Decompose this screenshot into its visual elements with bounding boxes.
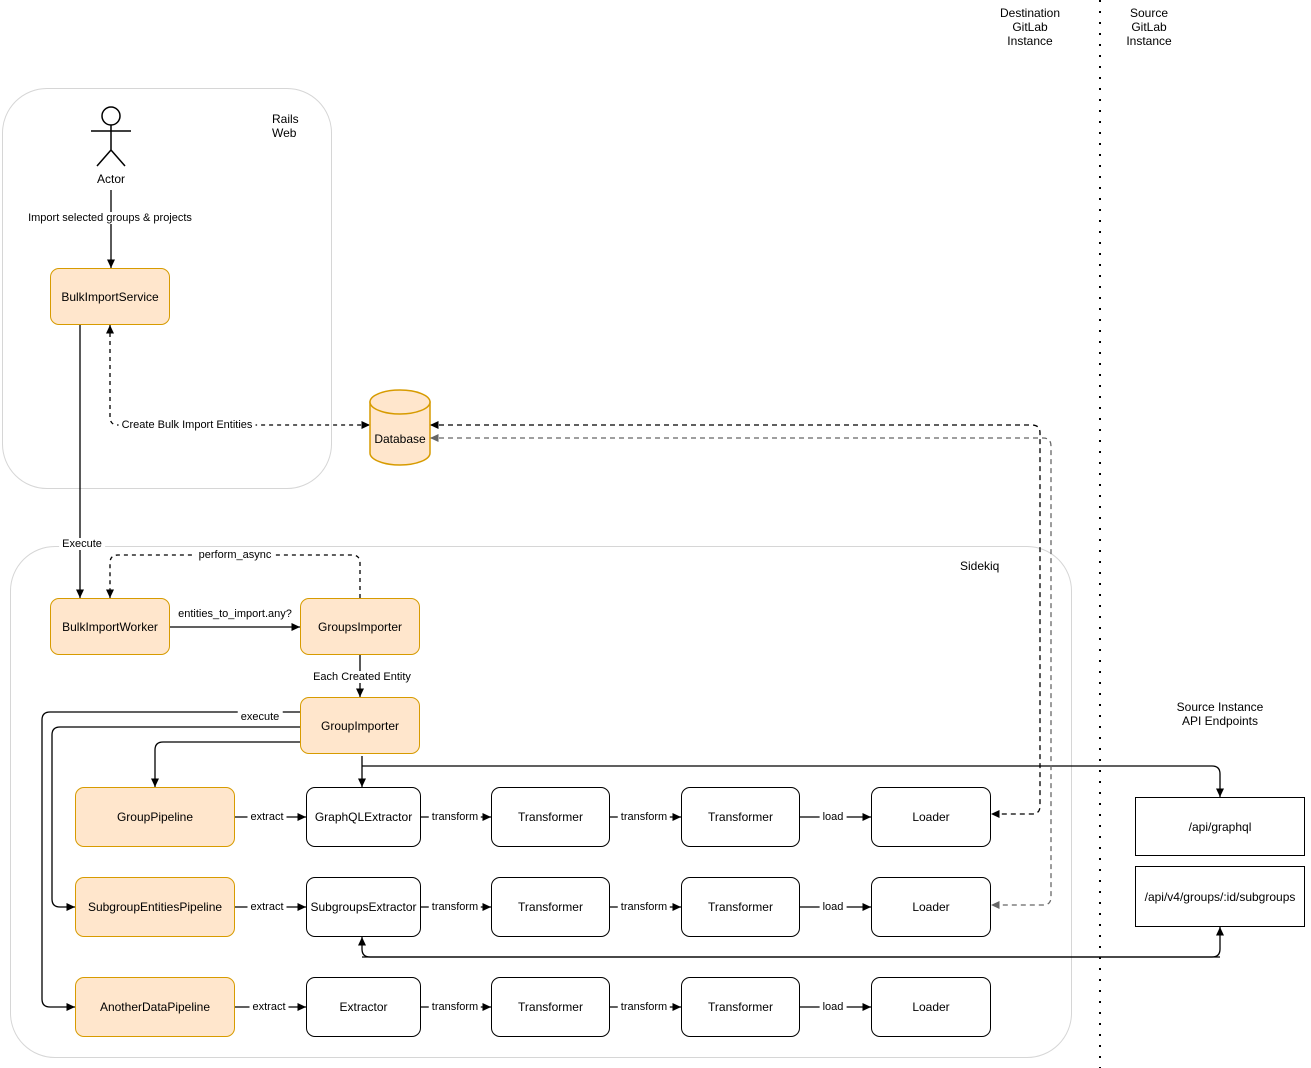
node-label: Transformer — [518, 1000, 583, 1014]
node-label: GroupPipeline — [116, 810, 194, 824]
node-transformer-row3-a: Transformer — [491, 977, 610, 1037]
node-groups-importer: GroupsImporter — [300, 598, 420, 655]
edge-label-load-row3: load — [819, 1001, 847, 1013]
node-group-importer: GroupImporter — [300, 697, 420, 754]
node-label: Transformer — [518, 810, 583, 824]
node-label: GroupsImporter — [317, 619, 403, 634]
edge-label-entities-to-import: entities_to_import.any? — [175, 608, 295, 620]
node-label: BulkImportWorker — [62, 619, 158, 634]
rails-web-label: Rails Web — [272, 112, 299, 140]
edge-label-perform-async: perform_async — [195, 549, 275, 561]
node-loader-row1: Loader — [871, 787, 991, 847]
node-label: Loader — [912, 810, 950, 824]
node-label: AnotherDataPipeline — [99, 1000, 211, 1014]
edge-label-transform-row2-a: transform — [428, 901, 482, 913]
edge-label-load-row2: load — [819, 901, 847, 913]
edge-label-transform-row3-a: transform — [428, 1001, 482, 1013]
node-bulk-import-worker: BulkImportWorker — [50, 598, 170, 655]
node-label: GraphQLExtractor — [314, 810, 413, 824]
edge-subgroupsextractor-apisubgroups — [362, 927, 1224, 958]
node-transformer-row1-a: Transformer — [491, 787, 610, 847]
database-label: Database — [374, 432, 426, 446]
node-extractor: Extractor — [306, 977, 421, 1037]
node-api-graphql: /api/graphql — [1135, 797, 1305, 856]
node-group-pipeline: GroupPipeline — [75, 787, 235, 847]
api-endpoints-label: Source Instance API Endpoints — [1176, 700, 1264, 728]
node-api-subgroups: /api/v4/groups/:id/subgroups — [1135, 866, 1305, 927]
node-loader-row3: Loader — [871, 977, 991, 1037]
edge-execute-subgroupentitiespipeline — [51, 726, 300, 911]
node-another-data-pipeline: AnotherDataPipeline — [75, 977, 235, 1037]
edge-label-transform-row1-b: transform — [617, 811, 671, 823]
edge-graphqlextractor-apigraphql — [362, 765, 1224, 797]
actor-label: Actor — [96, 172, 126, 186]
edge-label-import-selected: Import selected groups & projects — [25, 212, 195, 224]
node-transformer-row1-b: Transformer — [681, 787, 800, 847]
edge-execute-anotherdatapipeline — [41, 711, 300, 1011]
source-instance-label: Source GitLab Instance — [1126, 6, 1172, 48]
node-label: Transformer — [708, 810, 773, 824]
edge-label-transform-row3-b: transform — [617, 1001, 671, 1013]
edge-label-create-bulk-import-entities: Create Bulk Import Entities — [118, 419, 256, 431]
node-label: BulkImportService — [61, 289, 159, 304]
edge-label-transform-row1-a: transform — [428, 811, 482, 823]
edge-label-each-created-entity: Each Created Entity — [310, 671, 414, 683]
node-subgroups-extractor: SubgroupsExtractor — [306, 877, 421, 937]
database-cylinder-icon — [369, 389, 431, 466]
edge-label-extract-row3: extract — [249, 1001, 289, 1013]
node-label: Loader — [912, 1000, 950, 1014]
node-transformer-row2-b: Transformer — [681, 877, 800, 937]
node-label: Loader — [912, 900, 950, 914]
edge-label-extract-row1: extract — [247, 811, 287, 823]
node-label: Transformer — [518, 900, 583, 914]
node-loader-row2: Loader — [871, 877, 991, 937]
node-label: Transformer — [708, 1000, 773, 1014]
node-label: /api/v4/groups/:id/subgroups — [1144, 889, 1296, 904]
edge-execute-grouppipeline — [151, 741, 300, 787]
edge-label-execute-pipeline: execute — [237, 711, 283, 723]
edge-label-execute: Execute — [59, 538, 105, 550]
edge-apisubgroups-subgroupsextractor — [358, 937, 1220, 958]
destination-instance-label: Destination GitLab Instance — [999, 6, 1061, 48]
edge-database-loader2 — [430, 434, 1052, 909]
node-transformer-row3-b: Transformer — [681, 977, 800, 1037]
node-label: GroupImporter — [320, 718, 400, 733]
node-label: SubgroupEntitiesPipeline — [87, 900, 223, 914]
node-label: SubgroupsExtractor — [310, 900, 417, 914]
edge-label-extract-row2: extract — [247, 901, 287, 913]
edge-create-bulk-import-entities — [106, 325, 370, 429]
node-label: Transformer — [708, 900, 773, 914]
node-graphql-extractor: GraphQLExtractor — [306, 787, 421, 847]
rails-web-container — [2, 88, 332, 489]
edge-label-transform-row2-b: transform — [617, 901, 671, 913]
actor-icon — [91, 106, 131, 167]
node-bulk-import-service: BulkImportService — [50, 268, 170, 325]
edge-label-load-row1: load — [819, 811, 847, 823]
node-transformer-row2-a: Transformer — [491, 877, 610, 937]
sidekiq-label: Sidekiq — [960, 559, 1000, 573]
edge-perform-async — [106, 554, 361, 598]
node-label: /api/graphql — [1188, 819, 1252, 834]
node-subgroup-entities-pipeline: SubgroupEntitiesPipeline — [75, 877, 235, 937]
edge-database-loader1 — [430, 421, 1041, 818]
node-label: Extractor — [339, 1000, 388, 1014]
